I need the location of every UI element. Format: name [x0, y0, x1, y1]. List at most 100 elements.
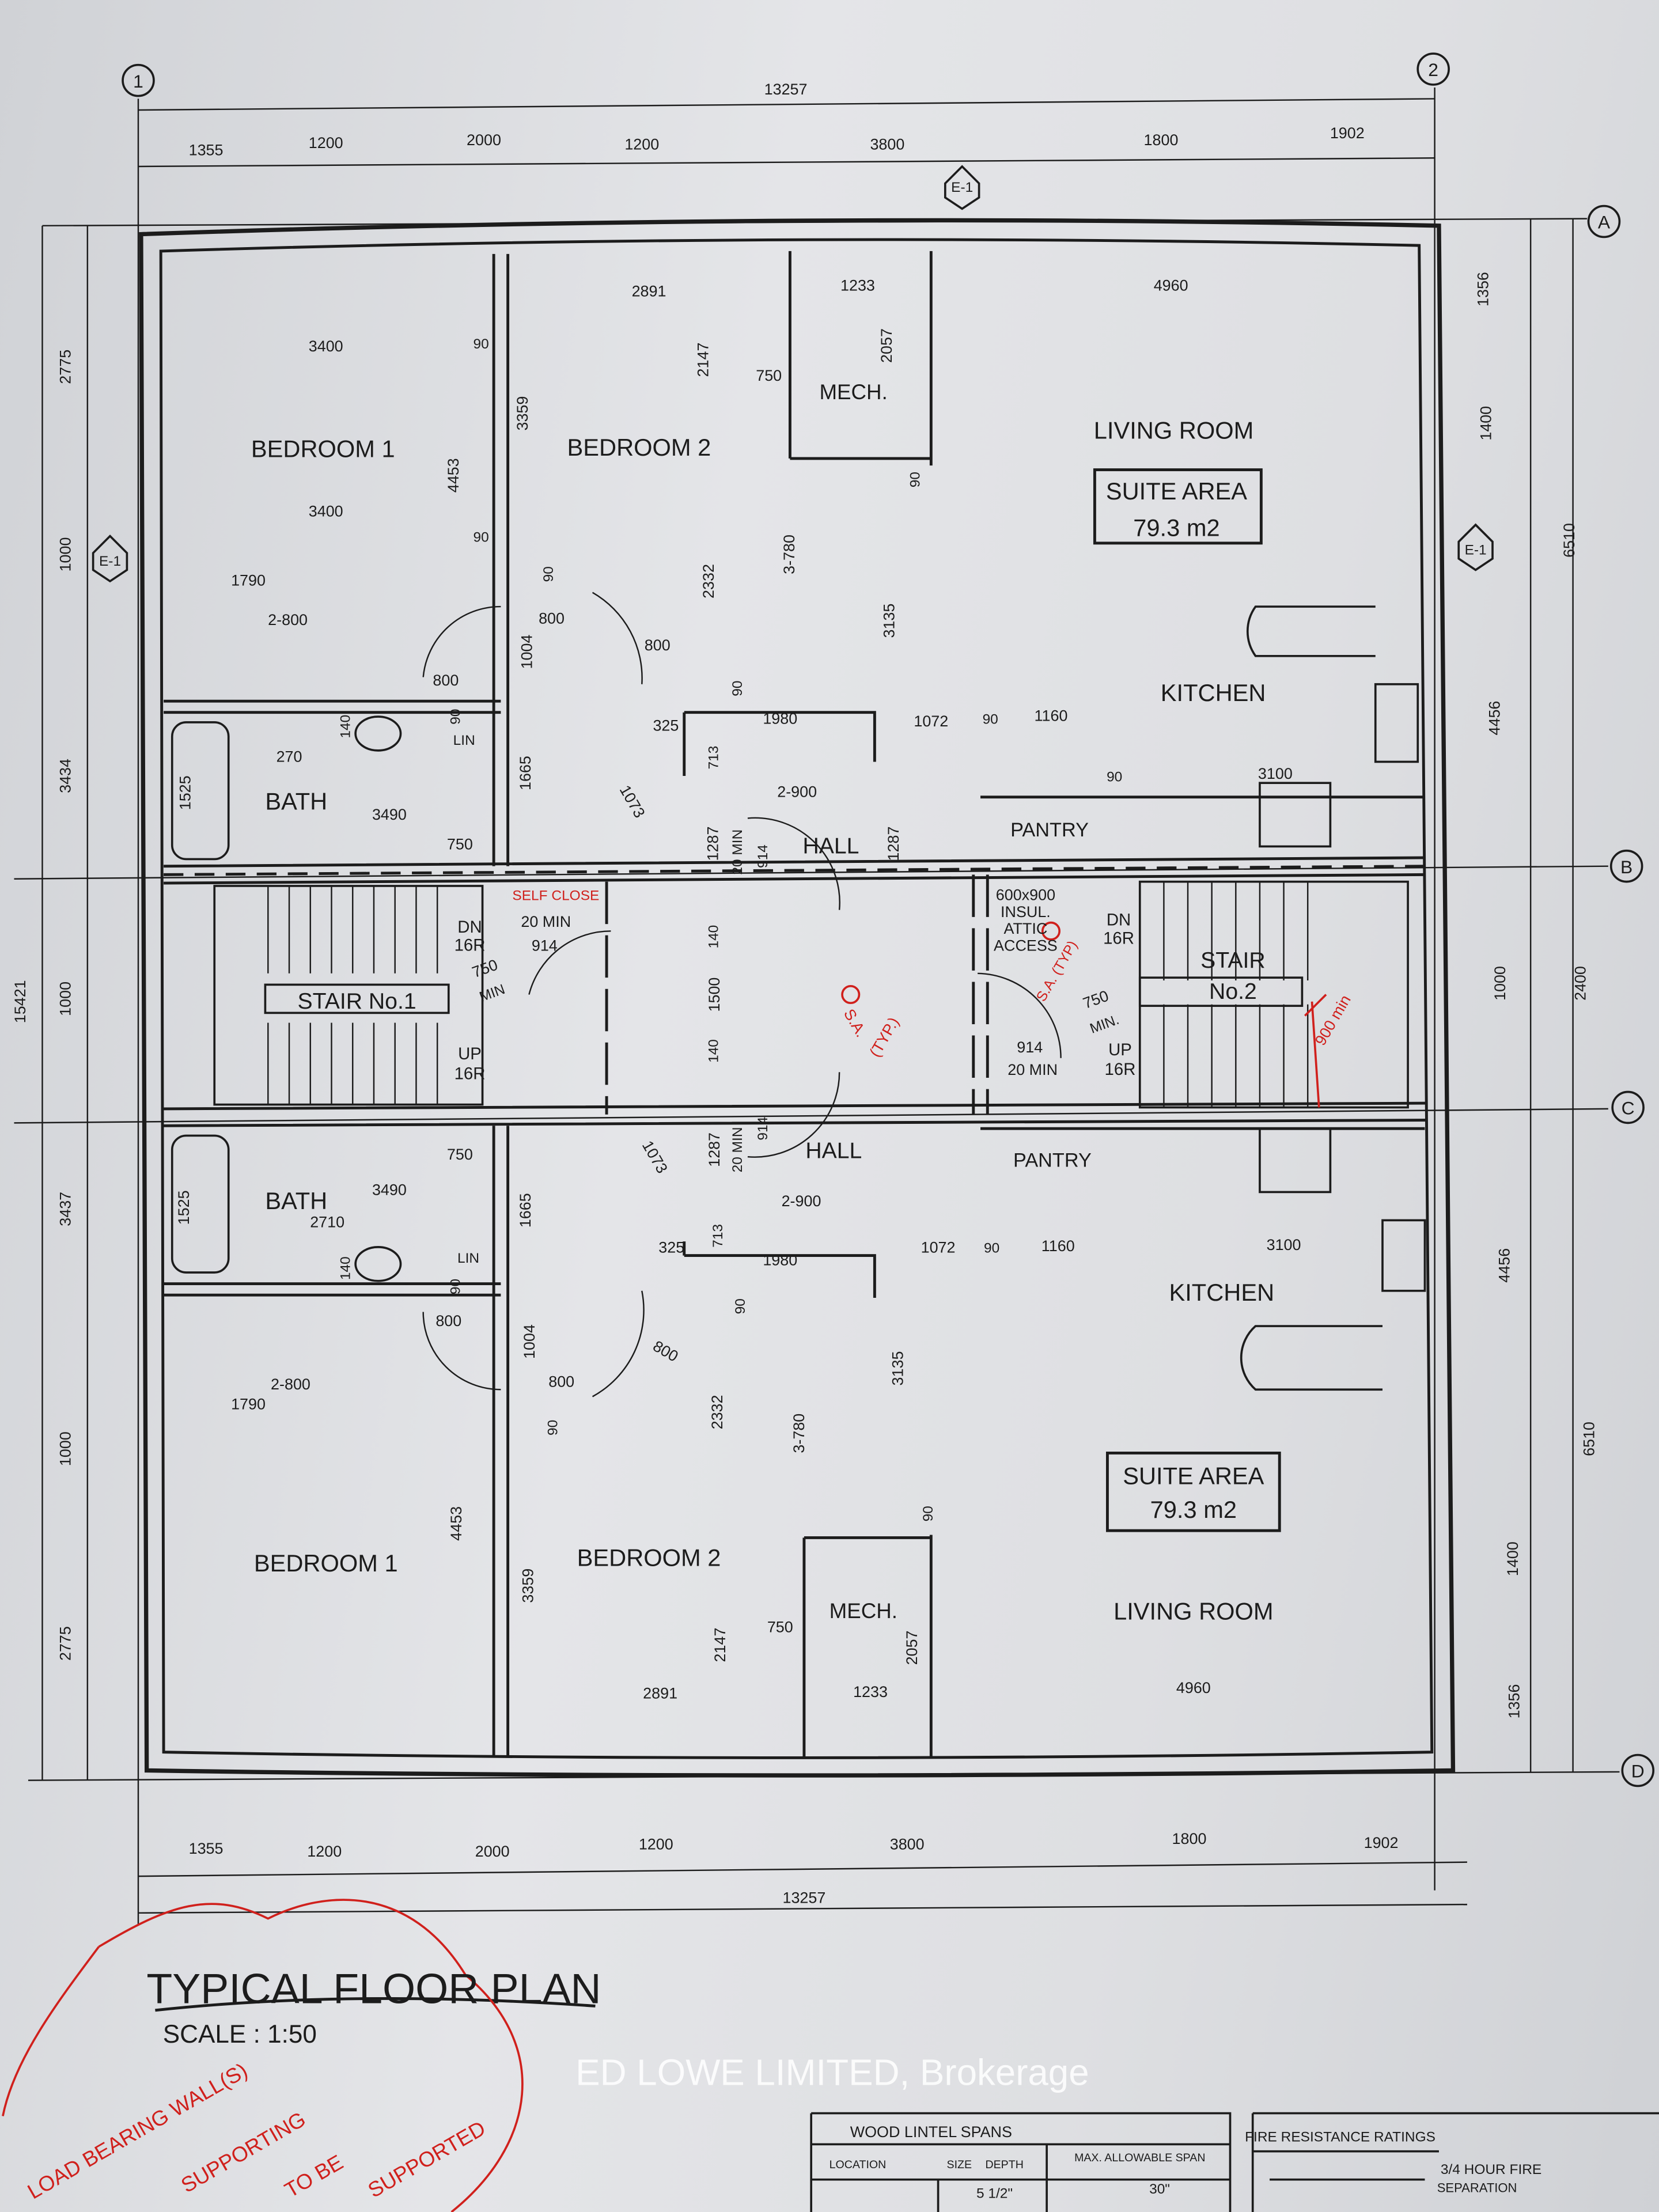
dimension: 1200 — [309, 134, 343, 151]
room-label-mech: MECH. — [830, 1599, 897, 1623]
stair-risers: 16R — [454, 936, 486, 955]
dimension-label: 1287 — [706, 1132, 723, 1167]
dimension-label: 2-800 — [268, 611, 308, 628]
dimension-label: 2147 — [694, 343, 711, 377]
dimension-label: 90 — [448, 709, 463, 724]
stair-direction: DN — [1107, 911, 1131, 930]
dimension-label: 3100 — [1258, 765, 1293, 782]
dimension-label: 90 — [908, 472, 923, 487]
room-label-kitchen: KITCHEN — [1161, 679, 1266, 706]
dimension: 2775 — [56, 1626, 74, 1661]
dimension-label: 2332 — [709, 1395, 726, 1429]
dimension-label: 750 — [470, 956, 500, 982]
dimension-label: 4960 — [1176, 1679, 1211, 1696]
red-note-900-min: 900 min — [1312, 992, 1354, 1048]
stair-direction: UP — [458, 1044, 482, 1063]
elevation-tag: E-1 — [99, 554, 121, 569]
dimension-label: MIN. — [1088, 1012, 1122, 1037]
dimension: 6510 — [1580, 1422, 1597, 1456]
dimension-label: 3359 — [514, 396, 531, 431]
dimension-label: 4453 — [448, 1506, 465, 1541]
dimension: 4456 — [1495, 1248, 1513, 1283]
room-label-linen: LIN — [453, 733, 475, 748]
stair-direction: UP — [1108, 1040, 1132, 1059]
dimension-label: 800 — [645, 637, 671, 654]
dimension-label: 914 — [755, 844, 771, 868]
room-label-bedroom-2: BEDROOM 2 — [567, 434, 711, 461]
dimension-label: 914 — [1017, 1039, 1043, 1056]
room-label-kitchen: KITCHEN — [1169, 1279, 1274, 1306]
dimension: 1902 — [1364, 1834, 1399, 1851]
suite-area-label: SUITE AREA — [1123, 1462, 1264, 1489]
elevation-tag: E-1 — [1465, 542, 1487, 558]
lintel-table-header: LOCATION — [830, 2158, 887, 2171]
dimension-label: 140 — [338, 1256, 353, 1280]
dimension-label: 3359 — [520, 1569, 537, 1603]
dimension-label: 1073 — [616, 782, 649, 821]
dimension-label: 2-800 — [271, 1376, 310, 1393]
room-label-living-room: LIVING ROOM — [1113, 1597, 1274, 1624]
overall-dimension: 15421 — [12, 980, 29, 1023]
dimension-label: 90 — [730, 680, 745, 696]
dimension-label: 1525 — [175, 1190, 192, 1225]
dimension: 3434 — [56, 759, 74, 793]
dimension-label: 800 — [435, 1312, 461, 1330]
dimension-label: 1287 — [704, 827, 722, 861]
dimension-label: 914 — [755, 1117, 771, 1141]
red-note-self-close: SELF CLOSE — [512, 888, 599, 903]
room-label-living-room: LIVING ROOM — [1094, 417, 1254, 444]
dimension-label: 2147 — [711, 1628, 729, 1662]
dimension-label: 750 — [756, 367, 782, 384]
dimension-label: 325 — [658, 1239, 684, 1256]
dimension: 2400 — [1572, 966, 1589, 1001]
dimension-label: 750 — [447, 1146, 473, 1163]
dimension-label: 90 — [733, 1298, 748, 1314]
dimension-label: 800 — [548, 1373, 574, 1390]
lintel-table-header: SIZE — [947, 2158, 972, 2171]
dimension-label: 2332 — [700, 564, 717, 599]
dimension: 3800 — [890, 1836, 925, 1853]
attic-access-note: ACCESS — [994, 937, 1058, 955]
dimension-label: 90 — [984, 1241, 999, 1256]
dimension-label: 1160 — [1035, 707, 1068, 724]
stair-risers: 16R — [1105, 1060, 1136, 1079]
grid-marker-d: D — [1631, 1761, 1645, 1782]
dimension-label: 90 — [921, 1506, 936, 1521]
stair-2-label: STAIR — [1200, 948, 1265, 973]
dimension-label: 2710 — [310, 1214, 344, 1231]
grid-marker-a: A — [1598, 212, 1611, 233]
dimension-label: 90 — [473, 529, 488, 545]
dimension-label: 140 — [706, 925, 722, 949]
dimension-label: 3135 — [881, 604, 898, 638]
dimension-label: 1790 — [231, 1396, 266, 1413]
dimension-label: 20 MIN — [730, 1127, 745, 1172]
room-label-bedroom-2: BEDROOM 2 — [577, 1544, 721, 1571]
dimension-label: 1980 — [763, 1252, 797, 1269]
attic-access-note: ATTIC — [1004, 920, 1048, 937]
overall-dimension: 13257 — [764, 81, 808, 98]
dimension-label: 2057 — [903, 1630, 921, 1665]
dimension: 1200 — [307, 1843, 342, 1860]
dimension-label: 3490 — [372, 806, 407, 823]
grid-marker-c: C — [1622, 1098, 1635, 1119]
room-label-hall: HALL — [802, 834, 859, 859]
dimension: 2000 — [467, 131, 501, 149]
dimension-label: 20 MIN — [730, 830, 745, 875]
dimension-label: 2057 — [878, 328, 895, 363]
room-label-hall: HALL — [805, 1139, 862, 1164]
dimension-label: 4960 — [1154, 276, 1188, 294]
red-note-smoke-alarm: S.A. — [840, 1006, 870, 1040]
room-label-linen: LIN — [457, 1251, 479, 1266]
dimension: 1400 — [1504, 1541, 1521, 1576]
stair-2-label: No.2 — [1209, 979, 1257, 1004]
dimension: 1000 — [56, 1431, 74, 1466]
dimension-label: 20 MIN — [521, 913, 571, 930]
room-label-bath: BATH — [265, 788, 327, 815]
dimension-label: 90 — [473, 336, 488, 352]
dimension: 1355 — [189, 1840, 224, 1857]
suite-area-label: SUITE AREA — [1106, 478, 1247, 505]
suite-area-value: 79.3 m2 — [1150, 1496, 1237, 1523]
dimension-label: 90 — [541, 566, 556, 582]
